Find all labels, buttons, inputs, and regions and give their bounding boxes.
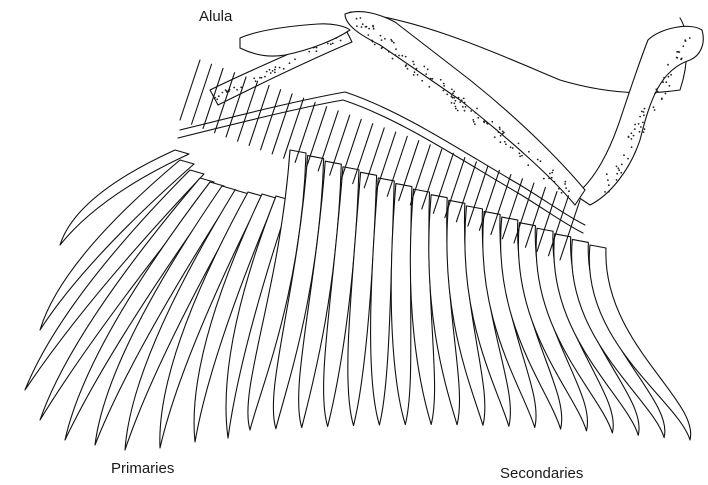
covert-shaft <box>249 85 269 145</box>
feather-group <box>25 60 691 450</box>
secondaries-label: Secondaries <box>500 465 583 482</box>
alula-label: Alula <box>199 8 232 25</box>
primaries-label: Primaries <box>111 460 174 477</box>
covert-shaft <box>192 64 212 124</box>
covert-shaft <box>284 98 304 158</box>
covert-shaft <box>272 94 292 154</box>
covert-shaft <box>180 60 200 120</box>
humerus-bone <box>575 26 703 205</box>
secondary-feather <box>391 184 412 425</box>
covert-shaft <box>261 90 281 150</box>
